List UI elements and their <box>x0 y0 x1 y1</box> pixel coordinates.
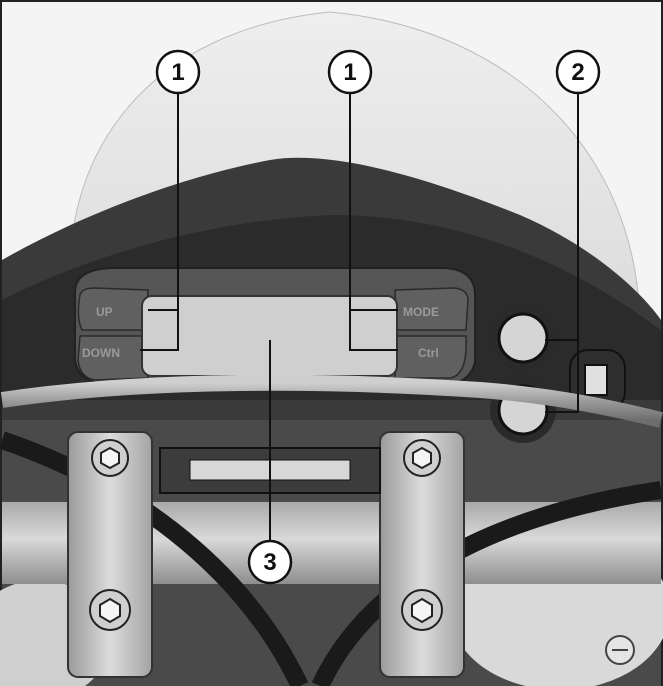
callout-1-right-number: 1 <box>343 59 356 86</box>
up-button <box>77 287 149 331</box>
callout-2-number: 2 <box>571 59 584 86</box>
handlebar-clamp-left <box>67 431 153 678</box>
brake-hose <box>0 374 663 428</box>
callout-2: 2 <box>555 49 601 95</box>
callout-leader-lines <box>140 92 579 540</box>
up-button-label: UP <box>96 305 113 319</box>
callout-1-right: 1 <box>327 49 373 95</box>
mode-button <box>394 287 469 331</box>
callout-1-left-number: 1 <box>171 59 184 86</box>
callout-3-number: 3 <box>263 549 276 576</box>
callout-1-left: 1 <box>155 49 201 95</box>
ctrl-button <box>394 335 467 379</box>
mode-button-label: MODE <box>403 305 439 319</box>
throttle-cable <box>0 431 309 686</box>
down-button-label: DOWN <box>82 346 120 360</box>
down-button <box>77 335 149 381</box>
callout-3: 3 <box>247 539 293 585</box>
ctrl-button-label: Ctrl <box>418 346 439 360</box>
handlebar-clamp-right <box>379 431 465 678</box>
